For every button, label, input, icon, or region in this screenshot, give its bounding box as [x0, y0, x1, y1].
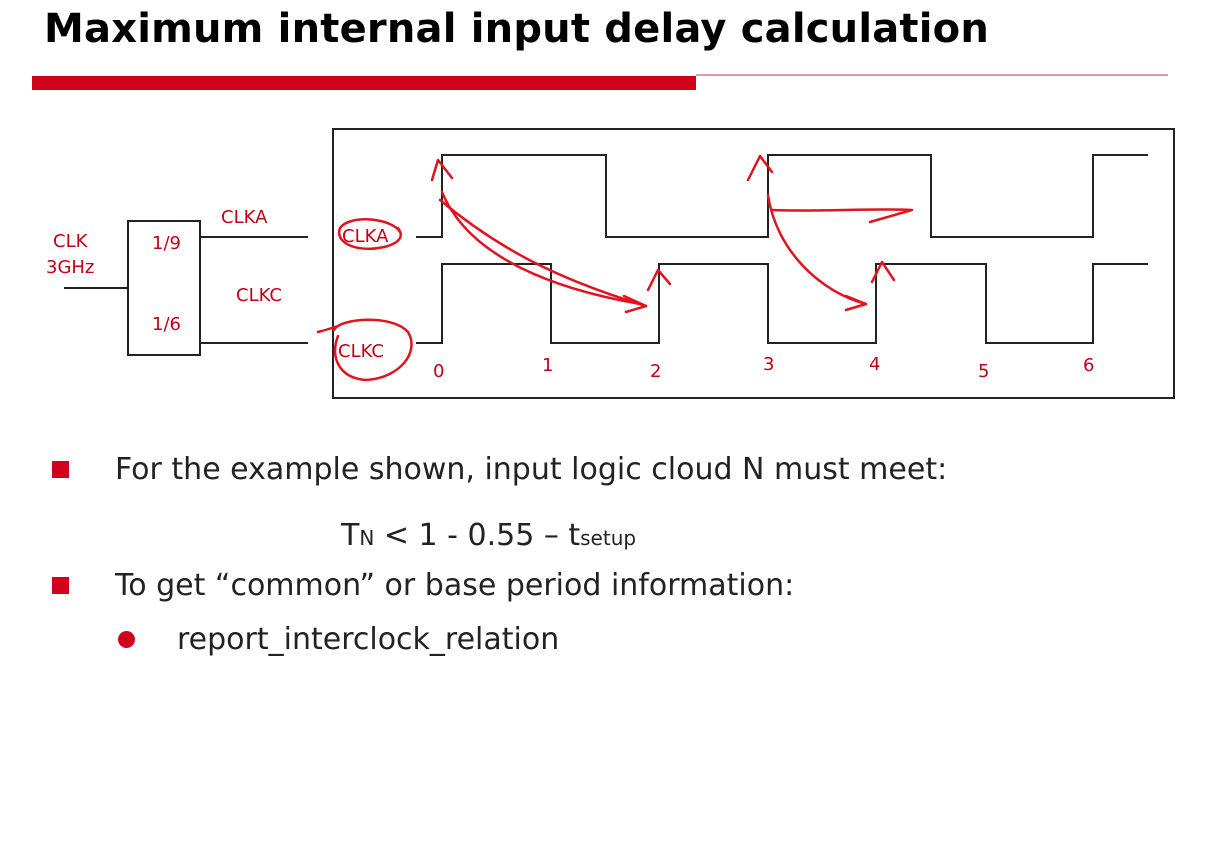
bullet-text: For the example shown, input logic cloud… [115, 452, 948, 487]
clkc-waveform [416, 263, 1148, 344]
timing-formula: TN < 1 - 0.55 – tsetup [341, 518, 636, 553]
bullet-text: To get “common” or base period informati… [115, 568, 795, 603]
tick-label-3: 3 [763, 354, 774, 375]
clk-freq-label: 3GHz [46, 257, 94, 278]
bullet-square-icon [52, 461, 69, 478]
formula-expression: < 1 - 0.55 – t [374, 518, 581, 553]
clka-waveform [416, 154, 1148, 238]
tick-label-4: 4 [869, 354, 880, 375]
bullet-square-icon [52, 577, 69, 594]
clka-waveform-label: CLKA [342, 226, 389, 247]
annotation-arrowhead-2 [622, 294, 648, 314]
bullet-item-timing: For the example shown, input logic cloud… [52, 452, 947, 487]
annotation-arrowhead-4 [844, 294, 868, 312]
divider-bottom-ratio: 1/6 [152, 314, 181, 335]
waveform-frame [332, 128, 1175, 399]
tick-label-6: 6 [1083, 355, 1094, 376]
clkc-output-label: CLKC [236, 285, 282, 306]
sub-bullet-item: report_interclock_relation [118, 622, 559, 657]
tick-label-0: 0 [433, 361, 444, 382]
handwritten-annotations [316, 154, 914, 382]
annotation-tick-0 [430, 158, 454, 182]
annotation-tick-3 [746, 154, 774, 182]
tick-label-2: 2 [650, 361, 661, 382]
formula-setup-subscript: setup [580, 526, 637, 550]
clk-label: CLK [53, 231, 89, 252]
bullet-dot-icon [118, 631, 135, 648]
sub-bullet-text: report_interclock_relation [177, 622, 560, 657]
tick-label-1: 1 [542, 355, 553, 376]
page-title: Maximum internal input delay calculation [44, 6, 990, 52]
formula-t-subscript: N [359, 526, 375, 550]
annotation-clkc-leadline [316, 324, 340, 334]
annotation-circle-clka [337, 218, 402, 251]
annotation-arrow-right [770, 208, 914, 224]
tick-label-5: 5 [978, 361, 989, 382]
clka-output-label: CLKA [221, 207, 268, 228]
annotation-arrow-0-to-2 [440, 190, 642, 306]
title-underline-thick [32, 76, 696, 90]
divider-top-ratio: 1/9 [152, 233, 181, 254]
clkc-waveform-label: CLKC [338, 341, 384, 362]
annotation-tick-4 [870, 260, 896, 284]
annotation-circle-clkc [332, 318, 413, 382]
title-underline-thin [696, 74, 1168, 76]
formula-t: T [341, 518, 360, 553]
annotation-tick-2 [646, 268, 672, 292]
bullet-item-common-period: To get “common” or base period informati… [52, 568, 794, 603]
annotation-arrow-0-to-2-alt [438, 198, 648, 308]
